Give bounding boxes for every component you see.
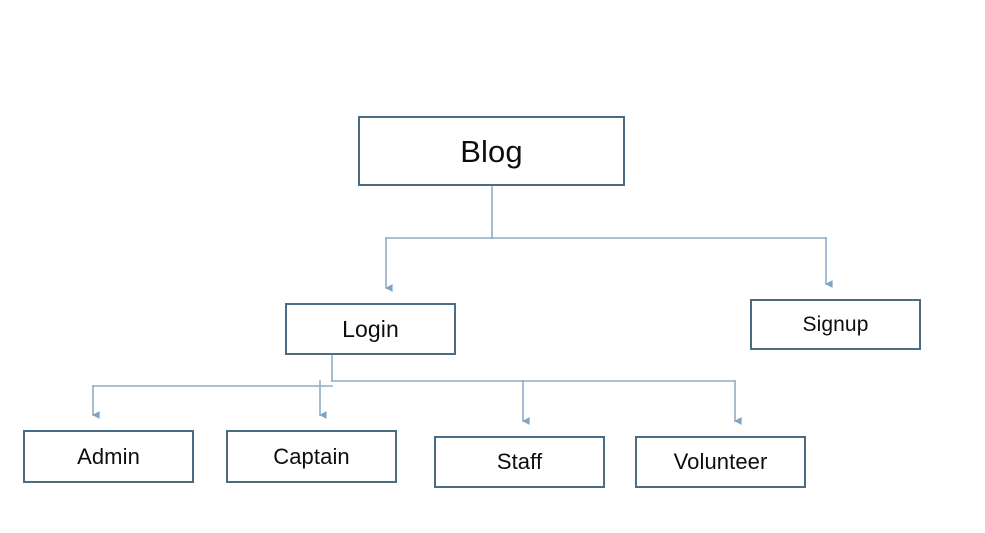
node-volunteer[interactable]: Volunteer <box>635 436 806 488</box>
node-admin-label: Admin <box>77 443 140 469</box>
node-blog-label: Blog <box>460 133 523 169</box>
node-volunteer-label: Volunteer <box>673 449 768 474</box>
node-staff[interactable]: Staff <box>434 436 605 488</box>
node-captain[interactable]: Captain <box>226 430 397 483</box>
node-login[interactable]: Login <box>285 303 456 355</box>
node-login-label: Login <box>342 315 399 342</box>
node-signup-label: Signup <box>802 313 869 336</box>
node-staff-label: Staff <box>496 449 543 474</box>
node-blog[interactable]: Blog <box>358 116 625 186</box>
node-signup[interactable]: Signup <box>750 299 921 350</box>
node-captain-label: Captain <box>273 443 350 469</box>
node-admin[interactable]: Admin <box>23 430 194 483</box>
